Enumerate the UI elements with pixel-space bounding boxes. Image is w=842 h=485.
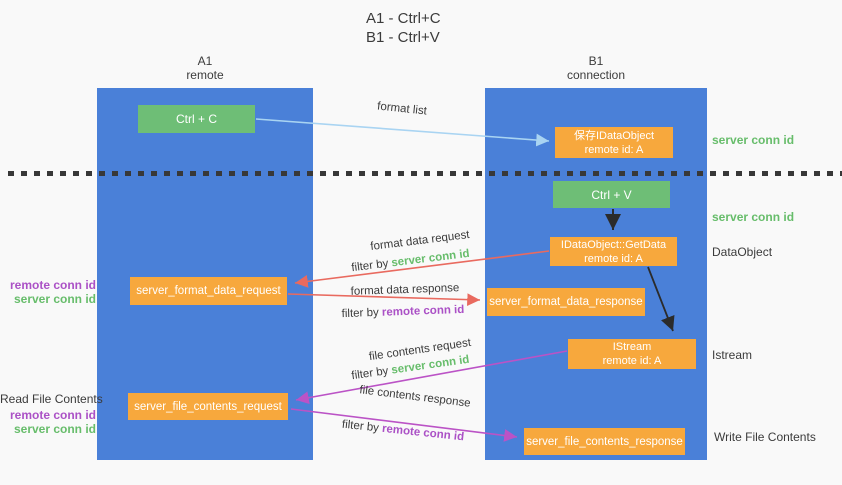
node-server-file-contents-response-label: server_file_contents_response [526, 435, 683, 448]
node-save-idataobject: 保存IDataObject remote id: A [555, 127, 673, 158]
dotted-separator-line [8, 171, 842, 176]
format-data-response-filter-label: filter by remote conn id [328, 303, 478, 320]
format-list-label: format list [376, 100, 428, 118]
dataobject-annotation: DataObject [712, 245, 773, 259]
read-file-contents-annotation: Read File Contents [0, 392, 103, 406]
remote-conn-id-key: remote conn id [381, 303, 465, 319]
node-ctrl-v: Ctrl + V [553, 181, 670, 208]
node-server-format-data-response-label: server_format_data_response [489, 296, 643, 308]
column-header-b1: B1 connection [485, 54, 707, 82]
node-ctrl-c-label: Ctrl + C [175, 112, 217, 126]
filter-by-text: filter by [350, 257, 393, 275]
diagram-title: A1 - Ctrl+C B1 - Ctrl+V [366, 9, 441, 47]
node-server-format-data-request: server_format_data_request [130, 277, 287, 305]
column-header-a1: A1 remote [97, 54, 313, 82]
node-server-format-data-request-label: server_format_data_request [136, 285, 281, 297]
column-b1-subtitle: connection [566, 68, 626, 82]
node-idataobject-getdata: IDataObject::GetData remote id: A [550, 237, 677, 266]
server-conn-id-annotation-1: server conn id [13, 292, 96, 306]
node-istream: IStream remote id: A [568, 339, 696, 369]
column-a1-subtitle: remote [186, 68, 224, 82]
file-contents-response-filter-label: filter by remote conn id [328, 417, 478, 445]
format-data-response-label: format data response [350, 282, 460, 298]
node-save-idataobject-line2: remote id: A [584, 143, 644, 156]
remote-conn-id-annotation-1: remote conn id [9, 278, 96, 292]
node-istream-line2: remote id: A [602, 355, 662, 367]
server-conn-id-annotation-top: server conn id [712, 133, 795, 147]
istream-annotation: Istream [712, 348, 753, 362]
server-conn-id-annotation-mid: server conn id [712, 210, 795, 224]
node-idataobject-getdata-line1: IDataObject::GetData [560, 238, 667, 251]
filter-by-text: filter by [350, 364, 393, 383]
filter-by-text: filter by [341, 418, 383, 435]
node-server-file-contents-request-label: server_file_contents_request [134, 400, 282, 413]
title-line-paste: B1 - Ctrl+V [366, 29, 440, 46]
filter-by-text: filter by [341, 306, 383, 321]
remote-conn-id-key: remote conn id [381, 422, 465, 444]
node-server-file-contents-request: server_file_contents_request [128, 393, 288, 420]
column-b1-title: B1 [588, 54, 604, 68]
node-idataobject-getdata-line2: remote id: A [584, 252, 643, 265]
node-server-format-data-response: server_format_data_response [487, 288, 645, 316]
server-conn-id-annotation-2: server conn id [13, 422, 96, 436]
node-save-idataobject-line1: 保存IDataObject [573, 129, 655, 142]
file-contents-response-label: file contents response [358, 384, 472, 410]
node-ctrl-v-label: Ctrl + V [591, 187, 632, 202]
write-file-contents-annotation: Write File Contents [714, 430, 816, 444]
node-server-file-contents-response: server_file_contents_response [524, 428, 685, 455]
node-istream-line1: IStream [612, 341, 652, 353]
node-ctrl-c: Ctrl + C [138, 105, 255, 133]
column-a1-title: A1 [197, 54, 213, 68]
title-line-copy: A1 - Ctrl+C [366, 10, 441, 27]
server-conn-id-key: server conn id [390, 247, 471, 270]
remote-conn-id-annotation-2: remote conn id [9, 408, 96, 422]
